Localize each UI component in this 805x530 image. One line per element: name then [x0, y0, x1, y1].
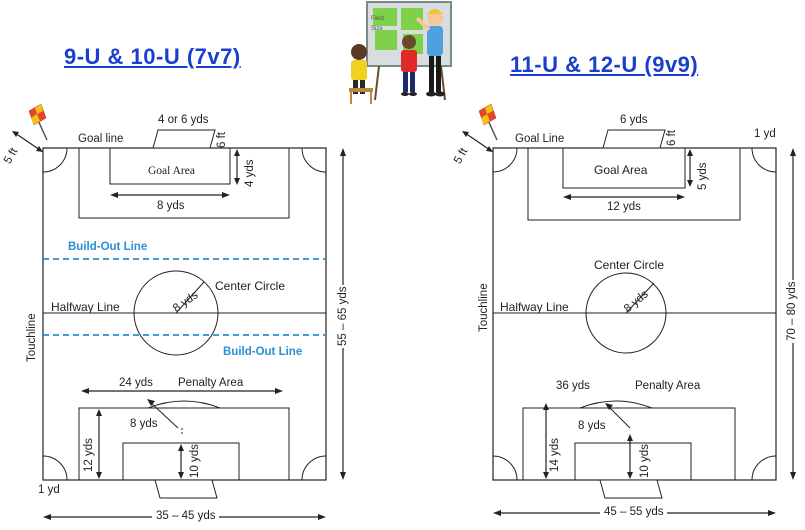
goal-bottom-7v7 — [154, 479, 218, 499]
heading-7v7: 9-U & 10-U (7v7) — [64, 44, 241, 69]
center-circle-label-7v7: Center Circle — [215, 279, 286, 293]
corner-radius-label-9v9: 1 yd — [754, 128, 776, 140]
penalty-area-label-9v9: Penalty Area — [635, 380, 701, 392]
corner-radius-label-7v7: 1 yd — [38, 484, 60, 496]
build-out-label-bottom-7v7: Build-Out Line — [223, 346, 303, 358]
center-circle-9v9 — [585, 272, 667, 354]
halfway-line-label-9v9: Halfway Line — [500, 300, 569, 314]
center-circle-label-9v9: Center Circle — [594, 258, 665, 272]
center-circle-7v7 — [133, 270, 219, 356]
board-text-size: Size — [371, 26, 383, 32]
penalty-arc-label-7v7: 8 yds — [130, 418, 158, 430]
build-out-label-top-7v7: Build-Out Line — [68, 241, 148, 253]
goal-area-depth-label-9v9: 5 yds — [697, 162, 709, 191]
penalty-area-top-7v7 — [78, 147, 290, 219]
goal-area-bottom-9v9 — [574, 442, 692, 481]
goal-top-9v9 — [602, 129, 666, 149]
field-width-label-7v7: 35 – 45 yds — [152, 510, 220, 522]
penalty-depth-label-9v9: 14 yds — [549, 438, 561, 472]
penalty-width-label-9v9: 36 yds — [556, 380, 590, 392]
halfway-line-label-7v7: Halfway Line — [51, 300, 120, 314]
heading-9v9: 11-U & 12-U (9v9) — [510, 52, 699, 77]
field-width-label-9v9: 45 – 55 yds — [600, 506, 668, 518]
goal-width-label-7v7: 4 or 6 yds — [158, 114, 209, 126]
goal-line-label-9v9: Goal Line — [515, 133, 565, 145]
goal-area-width-label-7v7: 8 yds — [157, 200, 185, 212]
goal-depth-label-9v9: 6 ft — [666, 130, 678, 146]
goal-line-label-7v7: Goal line — [78, 133, 124, 145]
goal-area-label-9v9: Goal Area — [594, 163, 648, 177]
field-outline-9v9 — [492, 147, 777, 481]
coach-whiteboard-illustration: Field Size — [349, 1, 452, 104]
goal-width-label-9v9: 6 yds — [620, 114, 648, 126]
penalty-area-top-9v9 — [527, 147, 741, 221]
board-text-field: Field — [371, 16, 384, 22]
field-length-label-9v9: 70 – 80 yds — [786, 279, 798, 343]
touchline-label-9v9: Touchline — [478, 283, 490, 332]
goal-area-bottom-depth-label-9v9: 10 yds — [639, 444, 651, 478]
penalty-area-label-7v7: Penalty Area — [178, 377, 244, 389]
goal-area-label-7v7: Goal Area — [148, 165, 195, 177]
goal-bottom-9v9 — [599, 479, 663, 499]
goal-area-width-label-9v9: 12 yds — [607, 201, 641, 213]
penalty-width-label-7v7: 24 yds — [117, 377, 155, 389]
penalty-arc-label-9v9: 8 yds — [578, 420, 606, 432]
